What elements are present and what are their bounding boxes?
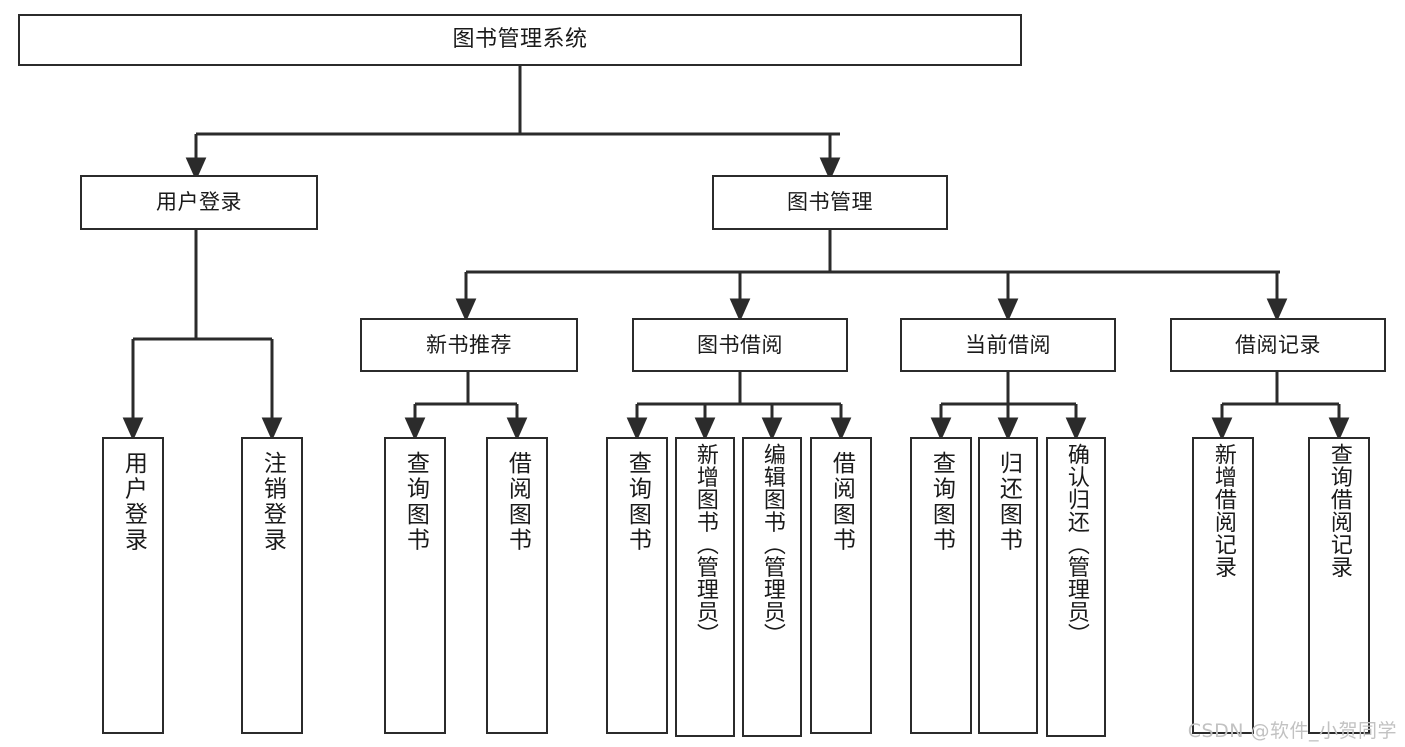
node-leaf-borrow-book-2-label: 借阅图书 <box>828 451 855 553</box>
node-leaf-user-logout-label: 注销登录 <box>259 451 286 553</box>
node-leaf-query-book-1[interactable]: 查询图书 <box>384 437 446 734</box>
node-user-login-module[interactable]: 用户登录 <box>80 175 318 230</box>
node-leaf-confirm-return-label: 确认归还（管理员） <box>1063 443 1089 646</box>
node-leaf-query-book-3[interactable]: 查询图书 <box>910 437 972 734</box>
node-root[interactable]: 图书管理系统 <box>18 14 1022 66</box>
node-leaf-edit-book-label: 编辑图书（管理员） <box>759 443 785 646</box>
node-leaf-borrow-book-1[interactable]: 借阅图书 <box>486 437 548 734</box>
node-current-borrow-label: 当前借阅 <box>965 332 1051 357</box>
node-leaf-add-book[interactable]: 新增图书（管理员） <box>675 437 735 737</box>
node-leaf-query-book-2-label: 查询图书 <box>624 451 651 553</box>
node-leaf-confirm-return[interactable]: 确认归还（管理员） <box>1046 437 1106 737</box>
node-root-label: 图书管理系统 <box>452 27 588 53</box>
node-leaf-query-book-2[interactable]: 查询图书 <box>606 437 668 734</box>
node-leaf-query-record-label: 查询借阅记录 <box>1326 443 1352 578</box>
node-leaf-return-book-label: 归还图书 <box>995 451 1022 553</box>
node-leaf-add-book-label: 新增图书（管理员） <box>692 443 718 646</box>
node-leaf-query-book-1-label: 查询图书 <box>402 451 429 553</box>
node-new-book-recommend-label: 新书推荐 <box>426 332 512 357</box>
node-book-management-module[interactable]: 图书管理 <box>712 175 948 230</box>
node-leaf-user-login[interactable]: 用户登录 <box>102 437 164 734</box>
node-leaf-add-record[interactable]: 新增借阅记录 <box>1192 437 1254 734</box>
node-leaf-query-book-3-label: 查询图书 <box>928 451 955 553</box>
node-new-book-recommend[interactable]: 新书推荐 <box>360 318 578 372</box>
node-leaf-user-login-label: 用户登录 <box>120 451 147 553</box>
node-book-borrow[interactable]: 图书借阅 <box>632 318 848 372</box>
node-leaf-borrow-book-1-label: 借阅图书 <box>504 451 531 553</box>
csdn-watermark: CSDN @软件_小贺同学 <box>1187 720 1397 742</box>
node-book-management-module-label: 图书管理 <box>787 190 873 215</box>
node-current-borrow[interactable]: 当前借阅 <box>900 318 1116 372</box>
node-book-borrow-label: 图书借阅 <box>697 332 783 357</box>
node-leaf-borrow-book-2[interactable]: 借阅图书 <box>810 437 872 734</box>
node-leaf-query-record[interactable]: 查询借阅记录 <box>1308 437 1370 734</box>
node-borrow-record-label: 借阅记录 <box>1235 332 1321 357</box>
node-leaf-return-book[interactable]: 归还图书 <box>978 437 1038 734</box>
node-user-login-module-label: 用户登录 <box>156 190 242 215</box>
node-leaf-add-record-label: 新增借阅记录 <box>1210 443 1236 578</box>
node-leaf-edit-book[interactable]: 编辑图书（管理员） <box>742 437 802 737</box>
node-leaf-user-logout[interactable]: 注销登录 <box>241 437 303 734</box>
node-borrow-record[interactable]: 借阅记录 <box>1170 318 1386 372</box>
